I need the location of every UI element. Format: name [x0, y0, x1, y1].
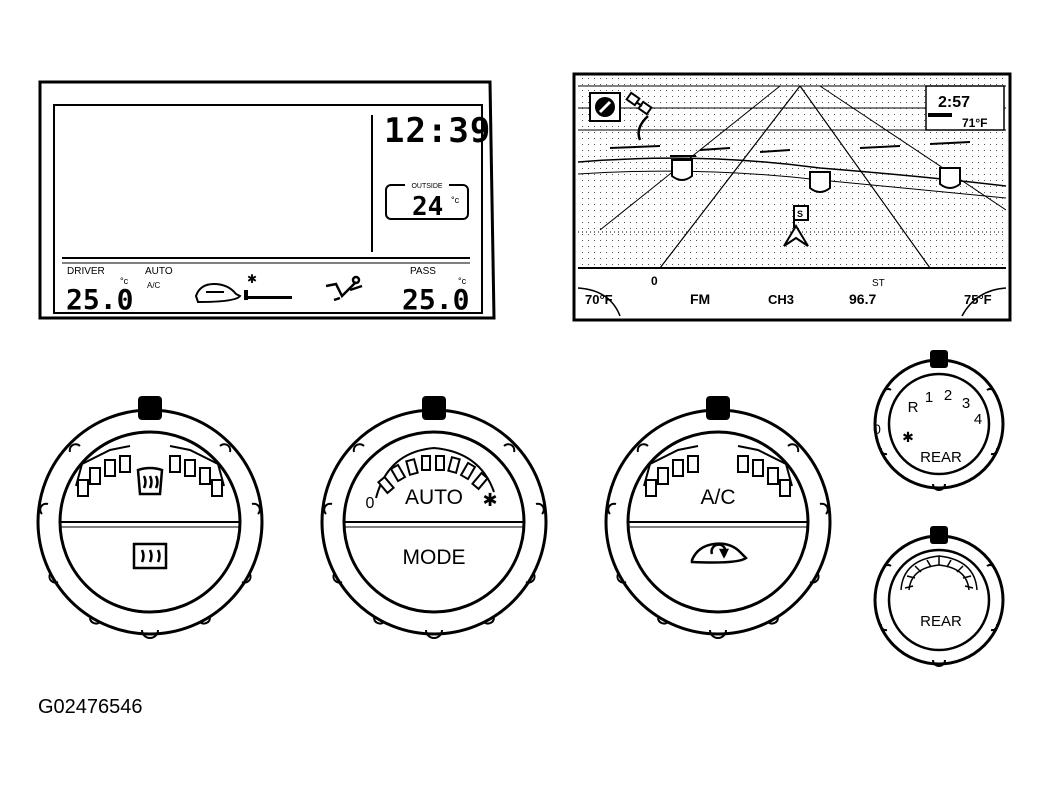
fan-icon: ✱ — [482, 490, 497, 510]
rear-fan-icon: ✱ — [902, 429, 914, 445]
radio-channel: CH3 — [768, 292, 794, 307]
pass-temp: 25.0 — [402, 283, 469, 316]
ac-label: A/C — [147, 281, 161, 290]
nav-outside-temp: 71°F — [962, 116, 987, 130]
flag-label: S — [797, 209, 803, 219]
auto-zero-label: 0 — [366, 495, 375, 512]
recirculation-icon — [690, 542, 748, 564]
vehicle-position-icon — [783, 224, 809, 247]
navigation-display-panel: 2:57 71°F S 0 ST 70°F FM CH3 96.7 75°F — [572, 72, 1012, 322]
preset-number: 0 — [651, 274, 658, 288]
rear-fan-knob[interactable]: R 1 2 3 4 0 ✱ REAR — [873, 350, 1005, 491]
climate-clock: 12:39 — [384, 111, 491, 151]
outside-label: OUTSIDE — [411, 183, 442, 190]
pass-label: PASS — [410, 266, 436, 277]
rear-fan-3: 3 — [962, 395, 970, 412]
auto-label: AUTO — [145, 266, 173, 277]
rear-fan-label: REAR — [920, 449, 962, 466]
rear-fan-zero: 0 — [873, 421, 881, 437]
stereo-indicator: ST — [872, 278, 885, 289]
rear-temp-knob[interactable]: REAR — [873, 526, 1005, 667]
destination-flag-icon: S — [793, 205, 809, 228]
fan-speed-icon: ✱ — [244, 272, 292, 300]
rear-fan-4: 4 — [974, 411, 982, 428]
climate-display-panel: 12:39 OUTSIDE 24 °c DRIVER °c 25.0 AUTO … — [38, 80, 496, 320]
ac-knob[interactable]: A/C — [604, 396, 832, 639]
route-shield-icon — [671, 159, 961, 193]
windshield-defrost-icon — [136, 466, 164, 496]
nav-driver-temp: 70°F — [585, 292, 613, 307]
satellite-icon — [625, 91, 653, 116]
driver-unit: °c — [120, 276, 129, 286]
pass-unit: °c — [458, 276, 467, 286]
recirc-car-icon — [194, 282, 242, 304]
ac-label-knob: A/C — [700, 486, 735, 509]
radio-frequency: 96.7 — [849, 291, 876, 307]
figure-id: G02476546 — [38, 696, 143, 718]
driver-label: DRIVER — [67, 266, 105, 277]
outside-unit: °c — [451, 195, 460, 205]
defrost-knob[interactable] — [36, 396, 264, 639]
nav-clock-box — [925, 85, 1005, 131]
auto-mode-knob[interactable]: 0 AUTO ✱ MODE — [320, 396, 548, 639]
auto-label-knob: AUTO — [405, 486, 463, 509]
mode-label: MODE — [403, 546, 466, 569]
svg-text:✱: ✱ — [247, 272, 257, 286]
rear-fan-1: 1 — [925, 389, 933, 406]
radio-band: FM — [690, 291, 710, 307]
nav-pass-temp: 75°F — [964, 292, 992, 307]
rear-defrost-icon — [132, 542, 168, 570]
airflow-mode-icon — [325, 275, 363, 302]
compass-icon — [589, 92, 621, 122]
rear-temp-label: REAR — [920, 613, 962, 630]
nav-clock: 2:57 — [938, 94, 970, 111]
outside-temp: 24 — [412, 192, 443, 222]
rear-fan-2: 2 — [944, 387, 952, 404]
driver-temp: 25.0 — [66, 283, 133, 316]
rear-fan-r: R — [908, 399, 919, 416]
